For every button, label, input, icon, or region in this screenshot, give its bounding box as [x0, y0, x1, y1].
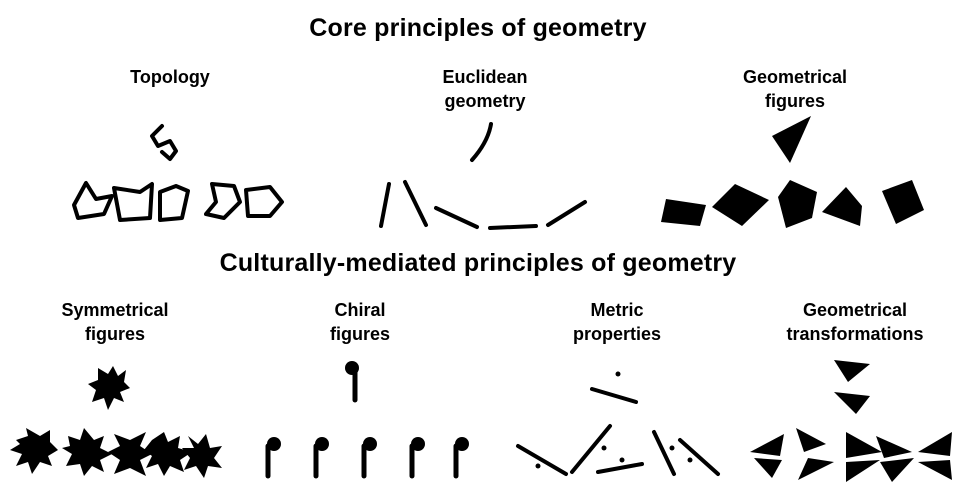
metric-figure-2: [570, 424, 612, 474]
figure-shape-3: [778, 180, 817, 228]
chiral-figure-2: [313, 437, 329, 479]
euclidean-label-line2: geometry: [444, 91, 526, 111]
topology-example-shape: [150, 124, 178, 161]
cultural-principles-title: Culturally-mediated principles of geomet…: [219, 249, 737, 277]
symmetrical-label-line2: figures: [84, 324, 145, 344]
chiral-figures-shapes: [265, 361, 469, 479]
symmetrical-figures-label: Symmetrical figures: [35, 298, 195, 346]
metric-figure-5: [678, 438, 720, 476]
topology-shape-1: [72, 181, 114, 220]
symmetrical-shape-1: [10, 428, 58, 474]
euclidean-label-line1: Euclidean: [442, 67, 528, 87]
core-principles-title: Core principles of geometry: [309, 14, 647, 42]
geometrical-figures-label: Geometrical figures: [715, 65, 875, 113]
transformations-example-triangle-bottom: [834, 392, 870, 414]
topology-shape-3: [158, 184, 190, 222]
metric-figure-3: [596, 457, 644, 474]
figures-example-triangle: [772, 116, 811, 163]
figure-shape-4: [822, 187, 862, 226]
symmetrical-label-line1: Symmetrical: [61, 300, 169, 320]
euclidean-segment-1: [379, 182, 391, 228]
topology-shape-5: [244, 185, 284, 218]
figure-shape-5: [882, 180, 924, 224]
chiral-figure-3: [361, 437, 377, 479]
euclidean-figures: [379, 122, 587, 230]
metric-label-line1: Metric: [590, 300, 644, 320]
chiral-figure-4: [409, 437, 425, 479]
metric-properties-label: Metric properties: [537, 298, 697, 346]
metric-figure-4: [652, 430, 676, 476]
transformation-pair-3: [846, 432, 882, 482]
transformations-example-triangle-top: [834, 360, 870, 382]
euclidean-segment-5: [546, 200, 587, 227]
metric-label-line2: properties: [572, 324, 662, 344]
symmetrical-shape-4: [144, 432, 192, 476]
euclidean-segment-3: [434, 206, 479, 229]
figures-label-line1: Geometrical: [742, 67, 848, 87]
geometrical-transformations-label: Geometrical transformations: [760, 298, 950, 346]
symmetrical-shape-3: [108, 432, 152, 476]
euclidean-segment-2: [403, 180, 428, 227]
transformation-pair-5: [918, 432, 952, 480]
symmetrical-shape-5: [182, 434, 222, 478]
chiral-figures-label: Chiral figures: [280, 298, 440, 346]
metric-properties-shapes: [516, 371, 720, 476]
transformations-label-line2: transformations: [786, 324, 924, 344]
symmetrical-example-shape: [88, 366, 130, 410]
topology-shape-4: [204, 182, 242, 220]
euclidean-example-curve: [470, 122, 493, 162]
chiral-figure-5: [453, 437, 469, 479]
topology-label: Topology: [110, 65, 230, 89]
topology-figures: [72, 124, 284, 222]
symmetrical-shape-2: [62, 428, 112, 476]
topology-label-line1: Topology: [130, 67, 210, 87]
transformation-pair-2: [796, 428, 834, 480]
transformation-pair-4: [876, 436, 914, 482]
euclidean-segment-4: [488, 224, 538, 230]
topology-shape-2: [112, 182, 154, 222]
figure-shape-2: [712, 184, 769, 226]
chiral-example-figure: [345, 361, 359, 403]
euclidean-geometry-label: Euclidean geometry: [405, 65, 565, 113]
figure-shape-1: [661, 199, 706, 226]
symmetrical-figures-shapes: [10, 366, 222, 478]
chiral-label-line2: figures: [329, 324, 390, 344]
geometrical-transformations-shapes: [750, 360, 952, 482]
transformation-pair-1: [750, 434, 784, 478]
geometrical-figures-shapes: [661, 116, 924, 228]
metric-figure-1: [516, 444, 568, 476]
chiral-figure-1: [265, 437, 281, 479]
chiral-label-line1: Chiral: [334, 300, 386, 320]
figures-label-line2: figures: [764, 91, 825, 111]
metric-example-figure: [590, 371, 638, 404]
transformations-label-line1: Geometrical: [802, 300, 908, 320]
